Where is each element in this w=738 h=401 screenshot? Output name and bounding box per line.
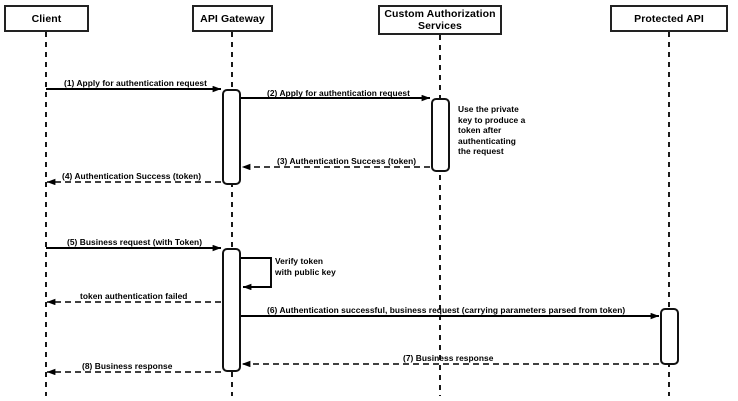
self-messages-layer	[241, 257, 272, 291]
note-line: the request	[458, 146, 504, 156]
message-label-m9: (8) Business response	[82, 361, 173, 371]
activation-bar-gw-auth-activation	[222, 89, 241, 185]
activation-bar-protected-api-activation	[660, 308, 679, 365]
message-label-m2: (2) Apply for authentication request	[267, 88, 410, 98]
message-label-m5: (5) Business request (with Token)	[67, 237, 203, 247]
note-line: key to produce a	[458, 114, 526, 125]
activation-bar-auth-service-activation	[431, 98, 450, 172]
note-line: Use the private	[458, 104, 519, 114]
participant-box-custom-authorization-services[interactable]: Custom Authorization Services	[378, 5, 502, 35]
participant-box-api-gateway[interactable]: API Gateway	[192, 5, 273, 32]
note-line: authenticating	[458, 135, 516, 146]
message-label-m3: (3) Authentication Success (token)	[277, 156, 417, 166]
message-label-m4: (4) Authentication Success (token)	[62, 171, 202, 181]
self-message-label-line: with public key	[275, 266, 336, 277]
activation-bar-gw-business-activation	[222, 248, 241, 372]
message-label-m6: token authentication failed	[80, 291, 188, 301]
message-label-m1: (1) Apply for authentication request	[64, 78, 207, 88]
message-label-m7: (6) Authentication successful, business …	[267, 305, 626, 315]
participant-box-protected-api[interactable]: Protected API	[610, 5, 728, 32]
note-line: token after	[458, 125, 502, 135]
message-label-m8: (7) Business response	[403, 353, 494, 363]
participant-label: Client	[31, 12, 62, 25]
participant-label: Protected API	[634, 12, 704, 25]
participant-label: API Gateway	[200, 12, 265, 25]
messages-layer	[46, 85, 660, 376]
self-message-label-line: Verify token	[275, 256, 324, 266]
participant-box-client[interactable]: Client	[4, 5, 89, 32]
participant-label: Custom Authorization Services	[384, 8, 496, 32]
self-message-arrow-self-verify-token	[241, 257, 272, 291]
